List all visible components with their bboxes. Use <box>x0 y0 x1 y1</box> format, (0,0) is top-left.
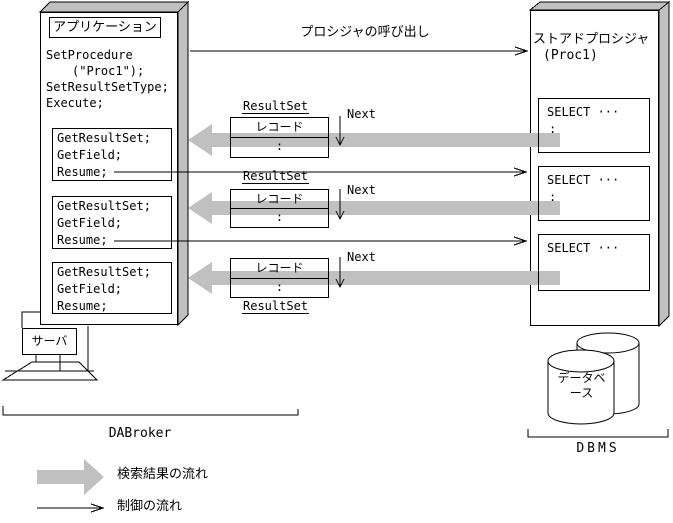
stored-procedure-title: ストアドプロシジャ (Proc1) <box>533 32 649 64</box>
select-block-3: SELECT ··· <box>538 234 650 291</box>
handler-box-2: GetResultSet; GetField; Resume; <box>52 196 172 249</box>
code-line: Resume; <box>57 165 108 179</box>
code-line: GetField; <box>57 216 123 230</box>
control-flow-connector-1 <box>114 167 528 177</box>
code-line: SetProcedure <box>46 48 133 62</box>
resultset-label-1: ResultSet <box>242 99 310 114</box>
select-statement: SELECT ··· <box>547 173 620 187</box>
select-statement-continuation: : <box>549 122 557 136</box>
record-cell-dots: : <box>275 139 284 153</box>
application-code: SetProcedure ("Proc1"); SetResultSetType… <box>46 47 169 111</box>
record-box-3: レコード : <box>230 258 329 298</box>
handler-box-3: GetResultSet; GetField; Resume; <box>52 262 172 314</box>
code-line: GetField; <box>57 148 123 162</box>
select-block-2: SELECT ··· : <box>538 166 650 221</box>
select-statement: SELECT ··· <box>547 105 620 119</box>
keyboard-icon <box>1 355 99 381</box>
database-label-line2: ース <box>569 386 594 400</box>
code-line: Resume; <box>57 233 108 247</box>
resultset-label-3: ResultSet <box>242 299 310 314</box>
next-label-3: Next <box>347 250 376 264</box>
code-line: ("Proc1"); <box>72 64 145 78</box>
legend-result-flow-label: 検索結果の流れ <box>117 467 209 482</box>
code-line: Resume; <box>57 299 108 313</box>
code-line: GetResultSet; <box>57 199 151 213</box>
next-arrow-3 <box>335 257 345 289</box>
control-flow-connector-2 <box>114 236 528 246</box>
dabroker-label: DABroker <box>108 426 172 441</box>
code-line: SetResultSetType; <box>46 80 169 94</box>
procedure-call-label: プロシジャの呼び出し <box>300 25 430 40</box>
application-box <box>40 12 178 325</box>
dbms-label: DBMS <box>576 441 620 456</box>
legend-control-flow-label: 制御の流れ <box>117 499 183 514</box>
stored-procedure-title-text: ストアドプロシジャ <box>533 32 650 47</box>
stored-procedure-box-3d-shadow <box>528 0 671 328</box>
next-arrow-2 <box>335 189 345 221</box>
handler-box-1: GetResultSet; GetField; Resume; <box>52 128 172 181</box>
database-cylinders-icon <box>547 332 640 425</box>
record-cell-dots: : <box>275 210 284 224</box>
database-label-line1: データベ <box>557 371 606 385</box>
database-label: データベ ース <box>549 371 614 401</box>
result-flow-arrow-3 <box>188 262 560 294</box>
record-cell-label: レコード <box>231 259 328 279</box>
next-label-1: Next <box>347 107 376 121</box>
application-title: アプリケーション <box>49 17 161 38</box>
select-statement: SELECT ··· <box>547 241 620 255</box>
procedure-call-arrow <box>190 46 529 56</box>
record-cell-dots: : <box>275 280 284 294</box>
code-line: GetResultSet; <box>57 131 151 145</box>
record-box-2: レコード : <box>230 189 329 228</box>
record-cell-label: レコード <box>231 118 328 138</box>
select-statement-continuation: : <box>549 190 557 204</box>
result-flow-arrow-1 <box>188 124 560 156</box>
next-arrow-1 <box>335 116 345 147</box>
code-line: GetField; <box>57 282 123 296</box>
record-cell-label: レコード <box>231 190 328 209</box>
select-block-1: SELECT ··· : <box>538 98 650 153</box>
server-monitor-icon: サーバ <box>22 328 77 355</box>
code-line: GetResultSet; <box>57 265 151 279</box>
legend-result-flow-arrow-icon <box>37 459 104 495</box>
resultset-label-2: ResultSet <box>242 169 310 184</box>
dabroker-bracket <box>2 406 299 416</box>
server-connector-line <box>21 311 89 371</box>
server-label: サーバ <box>31 334 68 348</box>
code-line: Execute; <box>46 96 104 110</box>
record-box-1: レコード : <box>230 117 329 158</box>
legend-control-flow-arrow-icon <box>37 503 105 513</box>
stored-procedure-subtitle: (Proc1) <box>543 48 598 63</box>
dbms-bracket <box>527 429 669 438</box>
result-flow-arrow-2 <box>188 192 560 224</box>
application-box-3d-shadow <box>38 0 190 327</box>
next-label-2: Next <box>347 183 376 197</box>
